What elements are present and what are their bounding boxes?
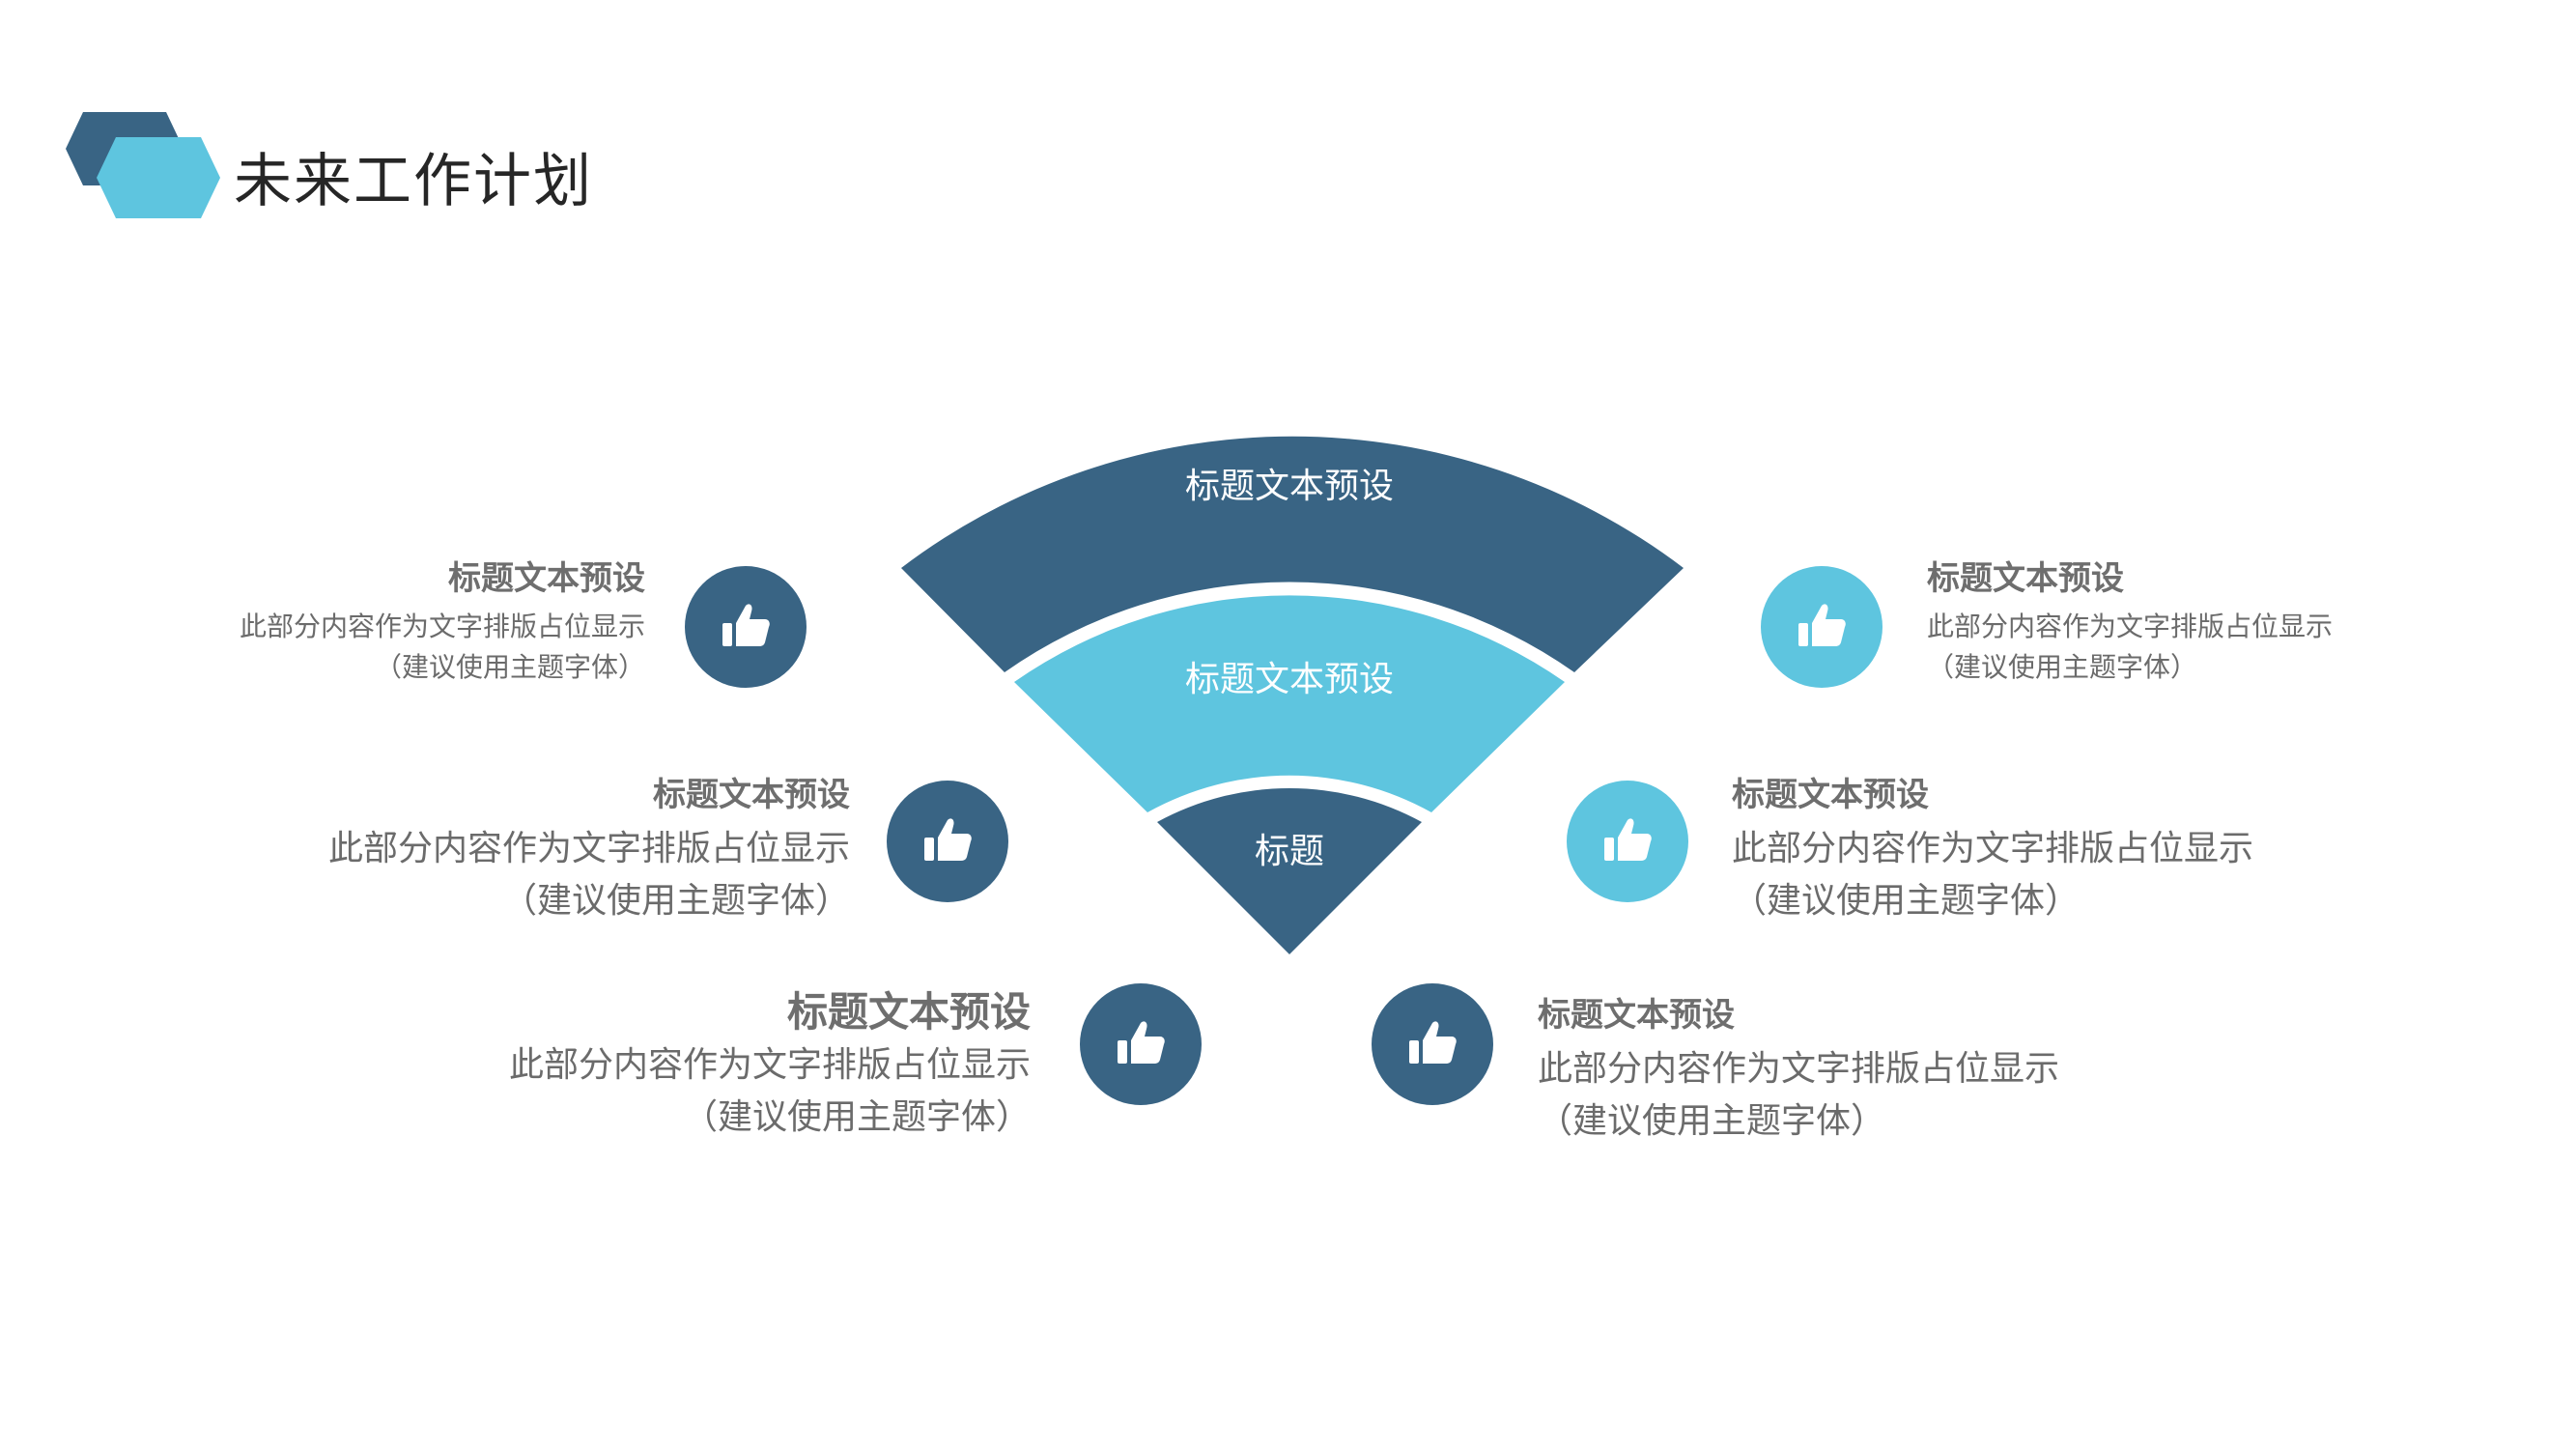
fan-middle-label: 标题文本预设 [1184,660,1395,699]
fan-outer-label: 标题文本预设 [1184,467,1395,506]
thumbs-up-icon [722,604,770,646]
page-title: 未来工作计划 [234,148,593,215]
item-desc-line1: 此部分内容作为文字排版占位显示 [508,1045,1031,1085]
item-desc-line2: （建议使用主题字体） [374,651,645,683]
text-block-right-2: 标题文本预设 此部分内容作为文字排版占位显示 （建议使用主题字体） [1732,773,2253,927]
item-desc-line2: （建议使用主题字体） [1732,881,2081,921]
item-title: 标题文本预设 [448,559,645,598]
item-desc-line1: 此部分内容作为文字排版占位显示 [239,611,645,642]
item-title: 标题文本预设 [1538,996,1735,1035]
thumbs-up-icon [924,818,972,861]
text-block-right-3: 标题文本预设 此部分内容作为文字排版占位显示 （建议使用主题字体） [1538,993,2059,1148]
text-block-left-2: 标题文本预设 此部分内容作为文字排版占位显示 （建议使用主题字体） [328,773,850,927]
thumbs-up-icon [1118,1021,1165,1064]
item-title: 标题文本预设 [786,988,1031,1036]
item-desc-line1: 此部分内容作为文字排版占位显示 [1732,829,2254,868]
thumbs-up-icon [1409,1021,1457,1064]
item-desc-line1: 此部分内容作为文字排版占位显示 [1538,1049,2060,1089]
item-desc-line2: （建议使用主题字体） [682,1097,1031,1137]
logo-hexagons-icon [66,112,220,218]
thumbs-up-icon [1604,818,1652,861]
fan-inner-segment [1157,788,1422,954]
thumbs-up-badge-right-1 [1761,566,1882,688]
item-title: 标题文本预设 [1732,776,1929,814]
item-desc-line2: （建议使用主题字体） [501,881,850,921]
thumbs-up-badge-right-3 [1372,983,1493,1105]
thumbs-up-icon [1798,604,1846,646]
item-desc-line1: 此部分内容作为文字排版占位显示 [327,829,850,868]
item-title: 标题文本预设 [653,776,850,814]
thumbs-up-badge-left-2 [887,781,1008,902]
fan-inner-label: 标题 [1254,832,1325,871]
item-desc-line1: 此部分内容作为文字排版占位显示 [1927,611,2334,642]
fan-middle-segment [1014,595,1565,812]
item-title: 标题文本预设 [1927,559,2124,598]
thumbs-up-badge-left-3 [1080,983,1202,1105]
text-block-right-1: 标题文本预设 此部分内容作为文字排版占位显示 （建议使用主题字体） [1927,556,2333,688]
text-block-left-1: 标题文本预设 此部分内容作为文字排版占位显示 （建议使用主题字体） [240,556,645,688]
fan-outer-segment [901,436,1684,672]
item-desc-line2: （建议使用主题字体） [1538,1101,1886,1141]
thumbs-up-badge-left-1 [685,566,807,688]
text-block-left-3: 标题文本预设 此部分内容作为文字排版占位显示 （建议使用主题字体） [509,985,1031,1144]
thumbs-up-badge-right-2 [1567,781,1688,902]
item-desc-line2: （建议使用主题字体） [1927,651,2198,683]
